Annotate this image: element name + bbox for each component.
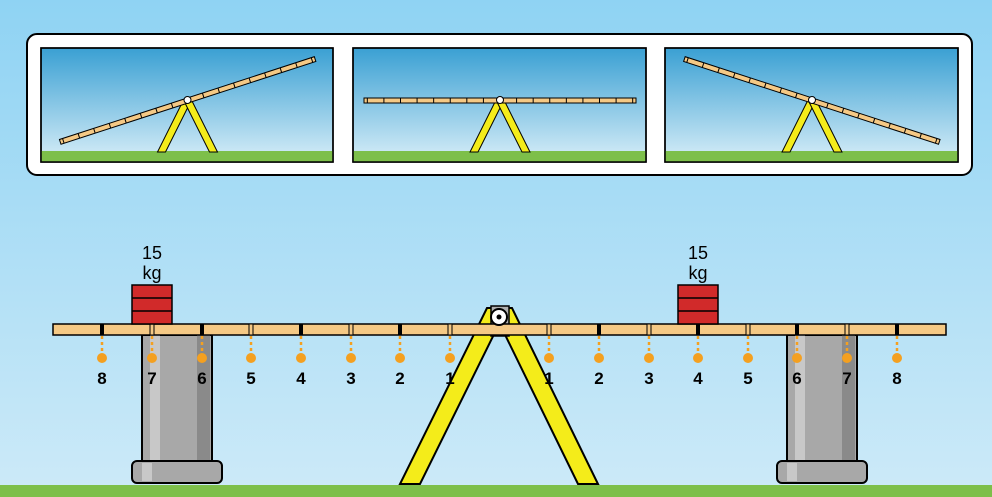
position-markers: 8 7 6 5 4 3 2 1 1 2 3 4 5 6 7 8 [97,336,902,388]
position-marker-left-5: 5 [246,336,256,388]
position-label: 4 [296,369,306,388]
position-label: 3 [644,369,653,388]
preview-panel-tilted-left-down[interactable] [40,47,334,163]
left-support-pillar [131,334,223,484]
plank-segment-mark [597,324,601,335]
position-marker-left-4: 4 [296,336,306,388]
preview-pivot-icon [183,96,192,104]
position-label: 1 [445,369,454,388]
left-weight-unit: kg [142,263,161,283]
position-label: 7 [147,369,156,388]
position-label: 1 [544,369,553,388]
position-label: 6 [792,369,801,388]
plank-segment-mark [398,324,402,335]
left-weight[interactable] [131,284,173,325]
plank-segment-mark [895,324,899,335]
position-marker-left-1: 1 [445,336,455,388]
preview-pivot-icon [808,96,816,104]
position-label: 5 [743,369,752,388]
right-weight-unit: kg [688,263,707,283]
position-label: 5 [246,369,255,388]
position-marker-right-7: 7 [842,336,852,388]
position-marker-left-8: 8 [97,336,107,388]
position-marker-right-2: 2 [594,336,604,388]
plank-segment-mark [844,323,850,336]
position-marker-right-4: 4 [693,336,703,388]
position-label: 2 [594,369,603,388]
plank-segment-mark [299,324,303,335]
pivot-icon [490,308,508,326]
plank-segment-mark [149,323,155,336]
preview-pivot-icon [496,96,504,104]
position-marker-left-3: 3 [346,336,356,388]
plank-segment-mark [646,323,652,336]
plank-segment-marks [100,323,899,336]
position-label: 6 [197,369,206,388]
plank-segment-mark [447,323,453,336]
preview-panel-tilted-right-down[interactable] [664,47,959,163]
preview-panel-balanced[interactable] [352,47,647,163]
position-marker-right-8: 8 [892,336,902,388]
position-label: 3 [346,369,355,388]
plank-segment-mark [100,324,104,335]
position-label: 8 [892,369,901,388]
right-weight[interactable] [677,284,719,325]
position-marker-left-6: 6 [197,336,207,388]
right-support-pillar [776,334,868,484]
position-marker-right-5: 5 [743,336,753,388]
plank-segment-mark [696,324,700,335]
position-marker-right-3: 3 [644,336,654,388]
plank-segment-mark [795,324,799,335]
position-label: 7 [842,369,851,388]
position-marker-right-1: 1 [544,336,554,388]
plank-segment-mark [546,323,552,336]
plank-segment-mark [348,323,354,336]
left-weight-value: 15 [142,243,162,263]
plank-segment-mark [248,323,254,336]
position-label: 2 [395,369,404,388]
plank-segment-mark [200,324,204,335]
plank-segment-mark [745,323,751,336]
position-marker-left-2: 2 [395,336,405,388]
position-label: 8 [97,369,106,388]
ground [0,485,992,497]
right-weight-value: 15 [688,243,708,263]
position-marker-left-7: 7 [147,336,157,388]
position-marker-right-6: 6 [792,336,802,388]
position-label: 4 [693,369,703,388]
